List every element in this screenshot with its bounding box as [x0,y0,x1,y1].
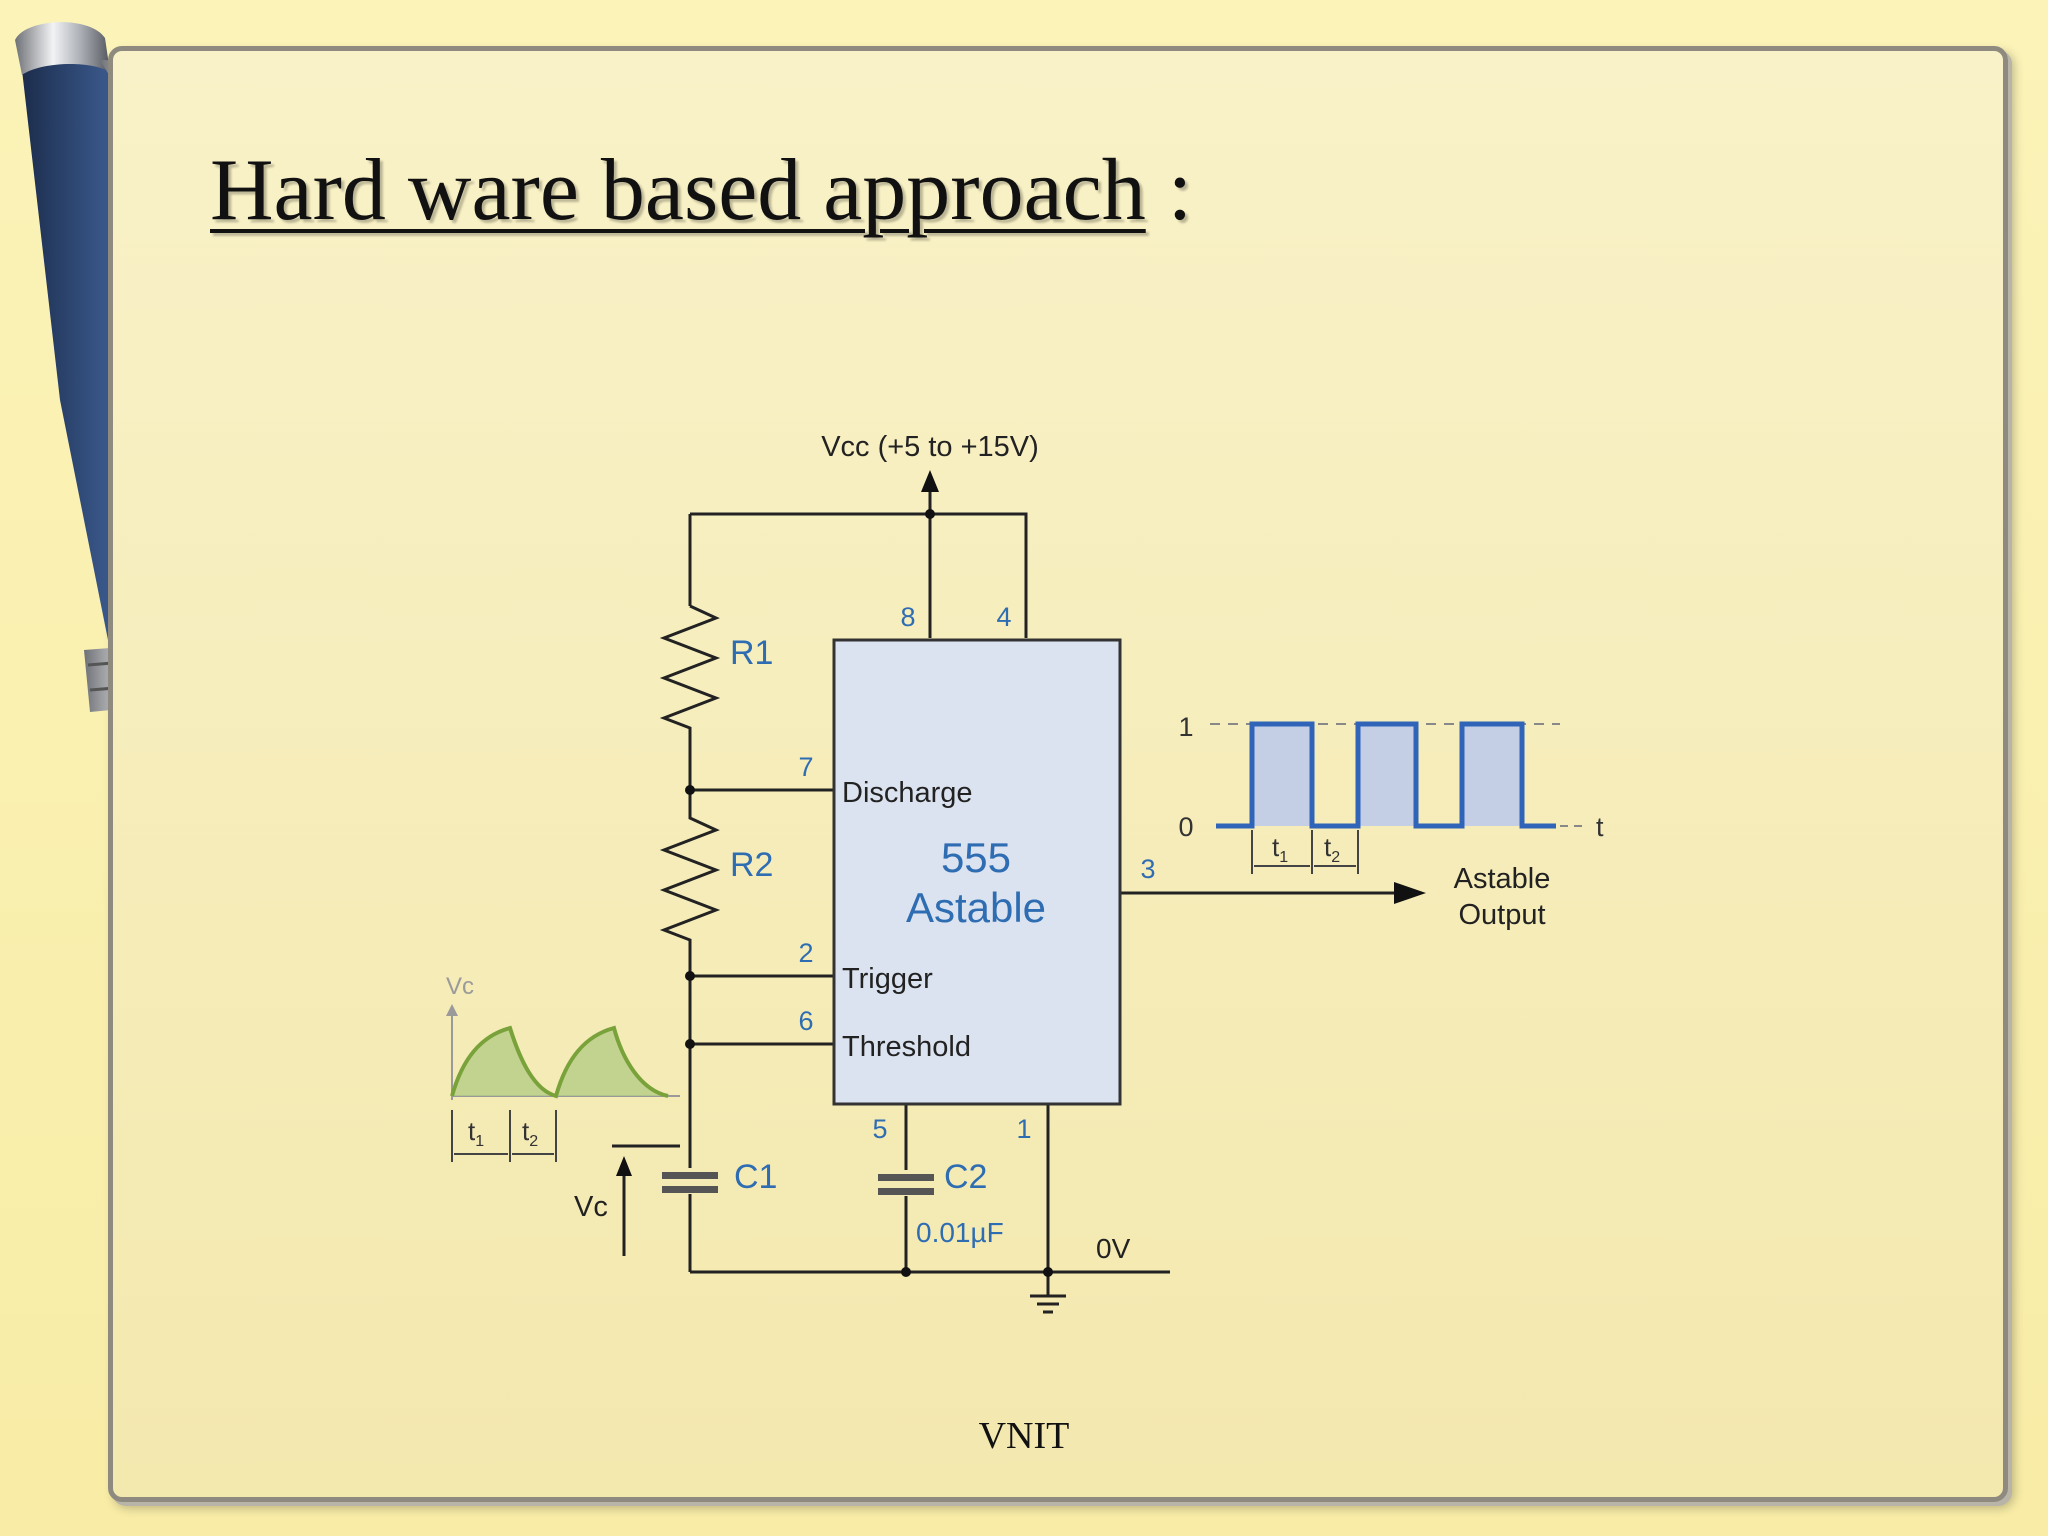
r2-label: R2 [730,846,773,884]
chip-mode-label: Astable [906,884,1046,931]
c2-value-label: 0.01µF [916,1217,1004,1248]
pin-3-label: 3 [1140,854,1155,884]
capacitor-voltage-wave [446,1004,680,1162]
threshold-label: Threshold [842,1031,971,1063]
discharge-label: Discharge [842,777,973,809]
pin-8-label: 8 [900,602,915,632]
vc-t2-label: t2 [522,1116,538,1150]
pin-1-label: 1 [1016,1114,1031,1144]
title-colon: : [1145,142,1193,239]
pin-5-label: 5 [872,1114,887,1144]
ic-555-chip [832,638,1122,1106]
pin-4-label: 4 [996,602,1011,632]
ground-label: 0V [1096,1233,1131,1264]
output-label-line1: Astable [1454,863,1551,895]
c2-label: C2 [944,1158,987,1196]
vc-t1-sub: 1 [475,1133,484,1150]
wave-t2-sub: 2 [1331,849,1340,866]
vc-t2-base: t [522,1116,530,1146]
r1-label: R1 [730,634,773,672]
title-text: Hard ware based approach [210,142,1146,239]
wave-t2-label: t2 [1324,832,1340,866]
slide-title: Hard ware based approach : [210,140,1192,241]
output-label-line2: Output [1458,899,1545,931]
wave-t2-base: t [1324,832,1332,862]
pin-7-label: 7 [798,752,813,782]
pin-2-label: 2 [798,938,813,968]
trigger-label: Trigger [842,963,933,995]
vc-t2-sub: 2 [529,1133,538,1150]
wave-t1-base: t [1272,832,1280,862]
c1-label: C1 [734,1158,777,1196]
vc-arrow-label: Vc [574,1191,608,1223]
chip-number-label: 555 [941,834,1011,881]
slide-footer: VNIT [978,1415,1070,1457]
wave-time-label: t [1596,812,1604,842]
wave-t1-label: t1 [1272,832,1288,866]
wave-high-label: 1 [1178,712,1193,742]
wave-low-label: 0 [1178,812,1193,842]
vc-graph-label: Vc [446,973,474,1000]
vcc-label: Vcc (+5 to +15V) [821,431,1039,463]
vc-t1-base: t [468,1116,476,1146]
output-square-wave [1210,721,1586,874]
vc-t1-label: t1 [468,1116,484,1150]
wave-t1-sub: 1 [1279,849,1288,866]
pin-6-label: 6 [798,1006,813,1036]
